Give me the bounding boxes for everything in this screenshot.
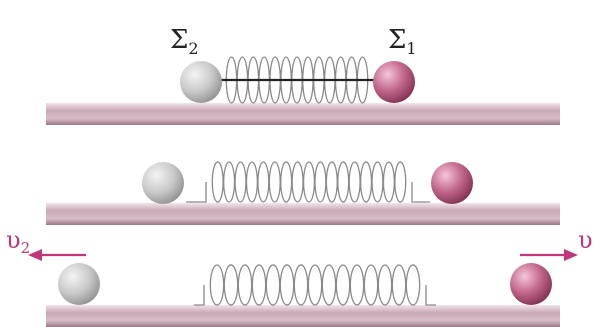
velocity-arrow-left [28,249,86,261]
spring-coil-path [186,161,430,203]
label-sigma1: Σ1 [388,25,417,58]
spring-coil-path [194,264,436,306]
label-v: υ [578,226,593,254]
ball-grey-2 [142,162,184,204]
track-3 [46,305,560,327]
label-sigma2: Σ2 [170,25,199,58]
ball-grey-3 [58,263,100,305]
panel-compressed: Σ2 Σ1 [46,25,560,125]
panel-separated: υ2 υ [6,226,593,327]
panel-released [46,161,560,225]
track-1 [46,103,560,125]
ball-pink-3 [510,263,552,305]
label-v2: υ2 [6,226,30,257]
ball-pink-2 [431,162,473,204]
ball-sigma1 [373,61,415,103]
spring-free [194,264,436,306]
velocity-arrow-right [520,249,578,261]
ball-sigma2 [180,61,222,103]
spring-released [186,161,430,203]
track-2 [46,203,560,225]
